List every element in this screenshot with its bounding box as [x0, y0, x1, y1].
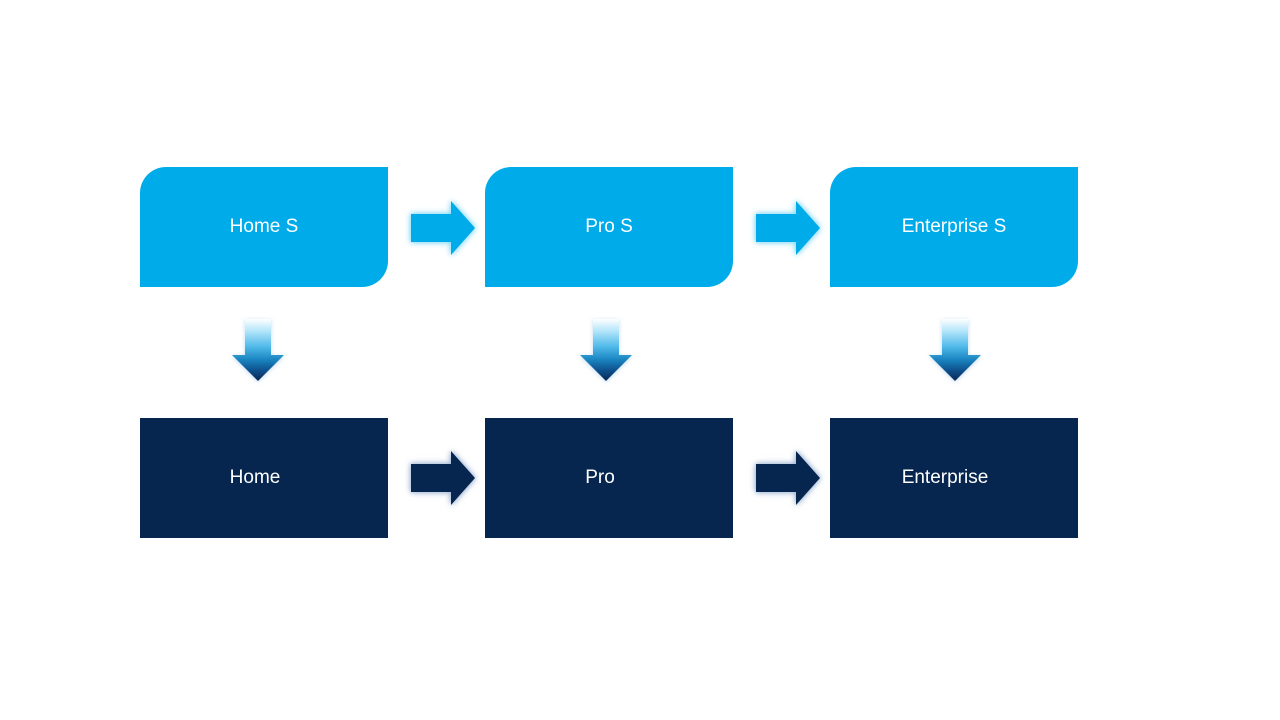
node-enterprise: Enterprise — [830, 418, 1078, 538]
node-home-s: Home S — [140, 167, 388, 287]
node-pro-s: Pro S — [485, 167, 733, 287]
down-arrow-icon — [580, 319, 632, 381]
node-pro-s-label: Pro S — [585, 215, 633, 237]
node-pro: Pro — [485, 418, 733, 538]
node-enterprise-s: Enterprise S — [830, 167, 1078, 287]
node-enterprise-label: Enterprise — [901, 466, 989, 488]
right-arrow-icon — [411, 201, 475, 255]
right-arrow-icon — [411, 451, 475, 505]
node-home-label: Home — [229, 466, 281, 488]
node-home-s-label: Home S — [229, 215, 299, 237]
down-arrow-icon — [929, 319, 981, 381]
node-enterprise-s-label: Enterprise S — [901, 215, 1007, 237]
node-home: Home — [140, 418, 388, 538]
down-arrow-icon — [232, 319, 284, 381]
right-arrow-icon — [756, 451, 820, 505]
node-pro-label: Pro — [585, 466, 615, 488]
right-arrow-icon — [756, 201, 820, 255]
